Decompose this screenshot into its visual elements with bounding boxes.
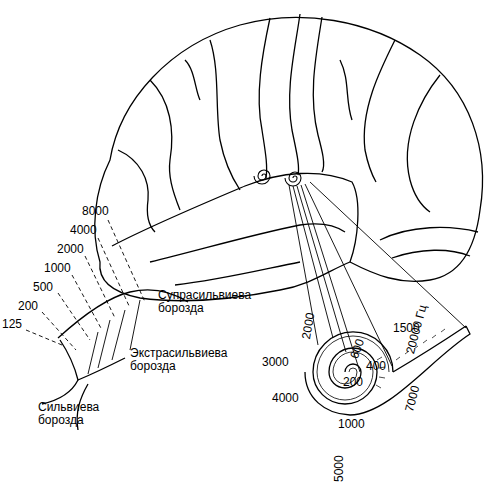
sulcus-label: Супрасильвиева борозда <box>158 289 258 315</box>
frequency-number: 2000 <box>57 243 84 256</box>
frequency-number: 20000 Гц <box>404 304 430 356</box>
brain-outline <box>95 17 483 301</box>
projection-line <box>310 182 466 328</box>
cortex-spiral <box>285 172 301 186</box>
temporal-sulcus <box>150 224 345 262</box>
frequency-number: 125 <box>2 318 22 331</box>
frequency-number: 1000 <box>44 262 71 275</box>
central-sulcus <box>290 14 300 175</box>
gyrus-line <box>150 80 180 210</box>
frequency-number: 1000 <box>338 418 365 431</box>
projection-line <box>305 184 392 366</box>
frequency-number: 7000 <box>403 384 423 413</box>
temporal-sulcus <box>175 262 300 285</box>
gyrus-line <box>313 17 323 172</box>
cochlea-spiral <box>313 332 393 404</box>
gyrus-line <box>185 60 200 100</box>
gyrus-line <box>340 60 352 120</box>
frequency-number: 400 <box>366 360 386 373</box>
cortex-spiral <box>254 170 270 184</box>
frequency-number: 4000 <box>70 224 97 237</box>
gyrus-line <box>407 75 440 212</box>
cochlea-spiral <box>317 336 389 400</box>
cerebellum <box>380 227 478 240</box>
frequency-line <box>26 220 145 350</box>
sulcus-label: Сильвиева борозда <box>38 401 120 427</box>
gyrus-line <box>364 40 395 182</box>
gyrus-line <box>118 150 155 232</box>
frequency-number: 500 <box>33 281 53 294</box>
projection-line <box>297 186 346 352</box>
frequency-number: 4000 <box>272 392 299 405</box>
sulcus-label: Экстрасильвиева борозда <box>130 347 240 373</box>
cerebellum <box>392 250 470 258</box>
cochlea-duct <box>305 326 470 415</box>
frequency-number: 2000 <box>300 312 318 341</box>
frequency-number: 3000 <box>262 356 289 369</box>
gyrus-line <box>210 40 240 190</box>
frequency-number: 8000 <box>82 205 109 218</box>
frequency-number: 200 <box>343 376 363 389</box>
frequency-number: 200 <box>18 300 38 313</box>
frequency-number: 600 <box>348 337 367 360</box>
gyrus-line <box>259 18 270 178</box>
frequency-number: 5000 <box>333 455 346 482</box>
